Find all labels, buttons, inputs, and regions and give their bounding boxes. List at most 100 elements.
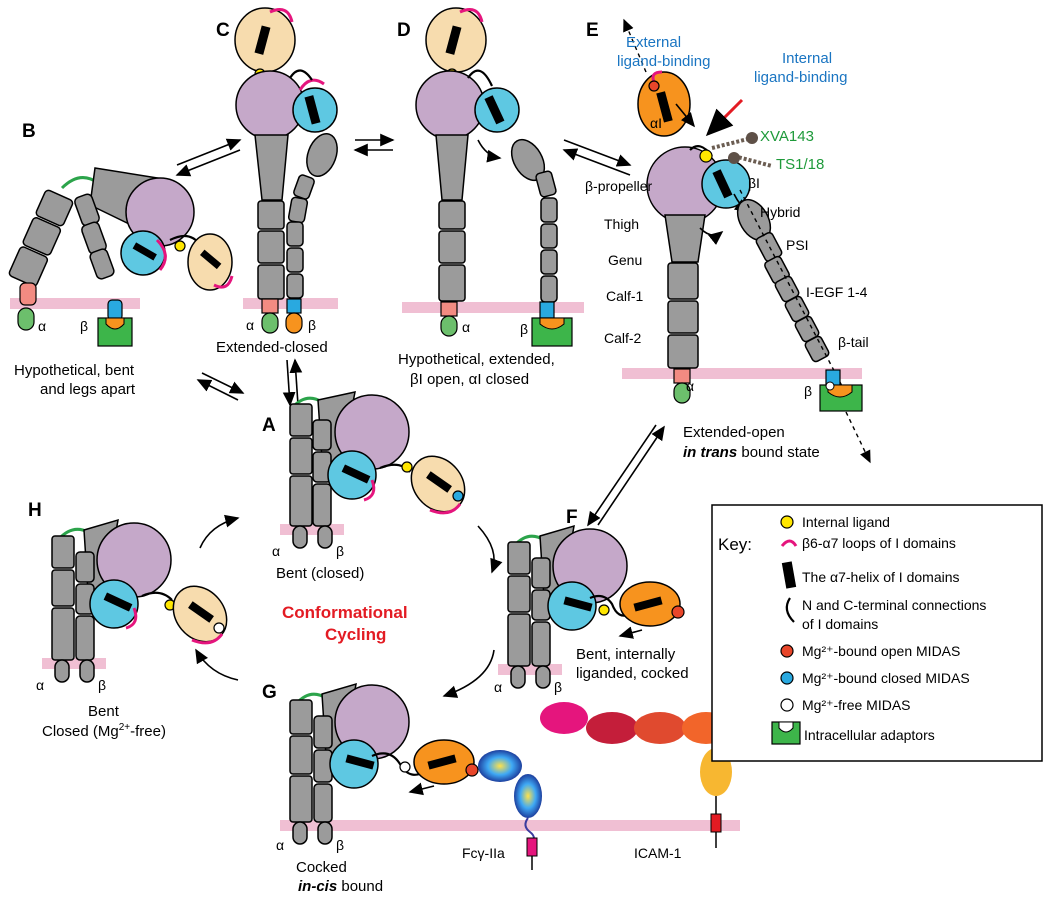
key-title: Key: [718, 535, 752, 554]
internal-ligand [699, 149, 713, 163]
alpha-i-label: αI [650, 115, 662, 131]
loop-swatch [780, 539, 798, 547]
panel-label-c: C [216, 20, 230, 41]
closed-midas-swatch [780, 671, 794, 685]
panel-label-g: G [262, 682, 277, 703]
internal-ligand-swatch [780, 515, 794, 529]
panel-a: α β Bent (closed) [272, 391, 466, 582]
beta-label: β [336, 837, 344, 853]
beta-leg [74, 193, 115, 280]
beta-i-label: βI [748, 175, 760, 191]
mg-free-midas-swatch [780, 698, 794, 712]
internal-ligand [598, 604, 610, 616]
open-midas [465, 763, 479, 777]
caption-h-line1: Bent [88, 703, 120, 720]
genu-label: Genu [608, 252, 642, 268]
key-item-internal-ligand: Internal ligand [802, 514, 890, 530]
closed-midas [452, 490, 464, 502]
btail-label: β-tail [838, 334, 869, 350]
beta-propeller [415, 70, 485, 140]
beta-label: β [308, 317, 316, 333]
conformational-title: Conformational [282, 603, 408, 622]
beta-tm [107, 299, 123, 321]
caption-h-line2: Closed (Mg2+-free) [42, 722, 166, 740]
beta-label: β [80, 318, 88, 334]
key-item-loops: β6-α7 loops of I domains [802, 535, 956, 551]
membrane [42, 658, 106, 669]
hybrid-domain [306, 133, 338, 177]
caption-f-line2: liganded, cocked [576, 665, 689, 682]
caption-b-line2: and legs apart [40, 381, 136, 398]
internal-binding-line2: ligand-binding [754, 69, 847, 86]
panel-label-d: D [397, 20, 411, 41]
propeller-label: β-propeller [585, 178, 653, 194]
alpha-leg [8, 189, 74, 287]
thigh-domain [664, 214, 706, 263]
alpha-label: α [494, 679, 502, 695]
membrane [402, 302, 584, 313]
internal-binding-line1: Internal [782, 50, 832, 67]
caption-e-line2: in trans bound state [683, 444, 820, 461]
panel-label-f: F [566, 507, 578, 528]
beta-label: β [98, 677, 106, 693]
caption-d-line2: βI open, αI closed [410, 371, 529, 388]
membrane [280, 524, 344, 535]
caption-e-line1: Extended-open [683, 424, 785, 441]
panel-label-a: A [262, 415, 276, 436]
key-item-mg-free: Mg²⁺-free MIDAS [802, 697, 911, 713]
cycling-title: Cycling [325, 625, 386, 644]
key-item-helix: The α7-helix of I domains [802, 569, 960, 585]
cycle-arrows [195, 514, 503, 698]
beta-label: β [554, 679, 562, 695]
membrane [622, 368, 862, 379]
ts118-label: TS1/18 [776, 156, 824, 173]
alpha-tail [17, 307, 35, 331]
alpha-label: α [276, 837, 284, 853]
thigh-domain [435, 134, 469, 201]
calf1-label: Calf-1 [606, 288, 644, 304]
caption-a: Bent (closed) [276, 565, 364, 582]
key-item-closed-midas: Mg²⁺-bound closed MIDAS [802, 670, 970, 686]
key-item-open-midas: Mg²⁺-bound open MIDAS [802, 643, 960, 659]
open-midas-swatch [780, 644, 794, 658]
panel-label-h: H [28, 500, 42, 521]
icam-1-label: ICAM-1 [634, 845, 682, 861]
panel-label-e: E [586, 20, 599, 41]
iegf-label: I-EGF 1-4 [806, 284, 868, 300]
calf2-label: Calf-2 [604, 330, 642, 346]
caption-b-line1: Hypothetical, bent [14, 362, 135, 379]
panel-c: α β Extended-closed [216, 7, 338, 356]
mg-free-midas [213, 622, 225, 634]
caption-c: Extended-closed [216, 339, 328, 356]
membrane [280, 820, 740, 831]
internal-ligand-released [399, 761, 411, 773]
open-midas [648, 80, 660, 92]
beta-label: β [804, 383, 812, 399]
helix-swatch [781, 561, 797, 589]
external-binding-line2: ligand-binding [617, 53, 710, 70]
caption-g-line1: Cocked [296, 859, 347, 876]
alpha-label: α [462, 319, 470, 335]
panel-label-b: B [22, 121, 36, 142]
panel-b: α β Hypothetical, bent and legs apart [8, 167, 234, 398]
thigh-domain [254, 134, 289, 201]
alpha-tm [19, 282, 37, 306]
alpha-label: α [246, 317, 254, 333]
membrane [498, 664, 562, 675]
beta-label: β [336, 543, 344, 559]
connection-swatch [785, 597, 795, 623]
membrane [10, 298, 140, 309]
internal-ligand [401, 461, 413, 473]
thigh-label: Thigh [604, 216, 639, 232]
panel-f: α β Bent, internally liganded, cocked [494, 524, 689, 695]
open-midas [671, 605, 685, 619]
key-item-connections-line2: of I domains [802, 616, 878, 632]
hybrid-label: Hybrid [760, 204, 800, 220]
internal-ligand [174, 240, 186, 252]
panel-g: α β Cocked in-cis bound Fcγ-IIa ICAM-1 [276, 682, 740, 895]
alpha-label: α [686, 378, 694, 394]
xva143-label: XVA143 [760, 128, 814, 145]
beta-leg-extended [736, 198, 830, 363]
caption-d-line1: Hypothetical, extended, [398, 351, 555, 368]
